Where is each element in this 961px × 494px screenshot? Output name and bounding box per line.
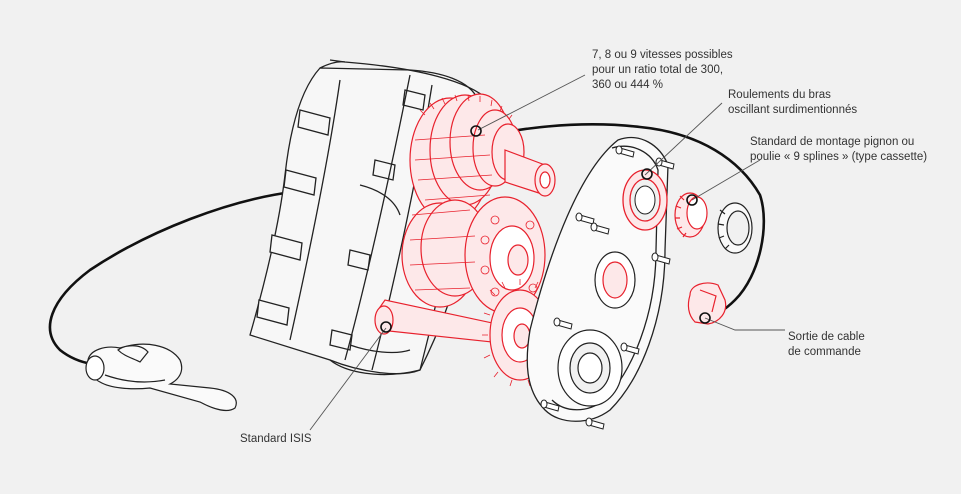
callout-cable-line-1: Sortie de cable — [788, 331, 865, 343]
twist-shifter — [85, 343, 237, 412]
callout-bearings-line-2: oscillant surdimentionnés — [728, 104, 858, 116]
gear-teeth-upper — [414, 94, 513, 201]
callout-isis-line-1: Standard ISIS — [240, 433, 312, 445]
callout-mount-line-2: poulie « 9 splines » (type cassette) — [750, 151, 928, 163]
callout-speeds-line-3: 360 ou 444 % — [592, 79, 663, 91]
callout-speeds-line-2: pour un ratio total de 300, — [592, 64, 724, 76]
splined-hub — [674, 192, 708, 238]
callout-mount-line-1: Standard de montage pignon ou — [750, 136, 915, 148]
cover-openings — [557, 251, 636, 407]
callout-bearings: Roulements du bras oscillant surdimentio… — [728, 88, 857, 118]
callout-speeds: 7, 8 ou 9 vitesses possibles pour un rat… — [592, 48, 733, 93]
callout-markers — [380, 125, 711, 333]
lockring — [717, 202, 753, 254]
gear-cluster-lower — [401, 196, 546, 314]
marker-mount — [686, 194, 698, 206]
callout-mount: Standard de montage pignon ou poulie « 9… — [750, 135, 927, 165]
marker-speeds — [470, 125, 482, 137]
callout-cable: Sortie de cable de commande — [788, 330, 865, 360]
marker-cable — [699, 312, 711, 324]
shifter-cable — [477, 123, 766, 320]
shifter-cable-left — [48, 190, 293, 366]
marker-isis — [380, 321, 392, 333]
callout-cable-line-2: de commande — [788, 346, 861, 358]
callout-speeds-line-1: 7, 8 ou 9 vitesses possibles — [592, 49, 733, 61]
swing-arm-bearing — [622, 169, 668, 231]
callout-leaders — [309, 74, 785, 431]
gear-spokes-lower — [409, 209, 538, 297]
marker-bearings — [641, 168, 653, 180]
callout-bearings-line-1: Roulements du bras — [728, 89, 831, 101]
gear-cluster-upper — [409, 93, 556, 223]
callout-isis: Standard ISIS — [240, 432, 312, 447]
cable-exit-housing — [687, 282, 727, 325]
